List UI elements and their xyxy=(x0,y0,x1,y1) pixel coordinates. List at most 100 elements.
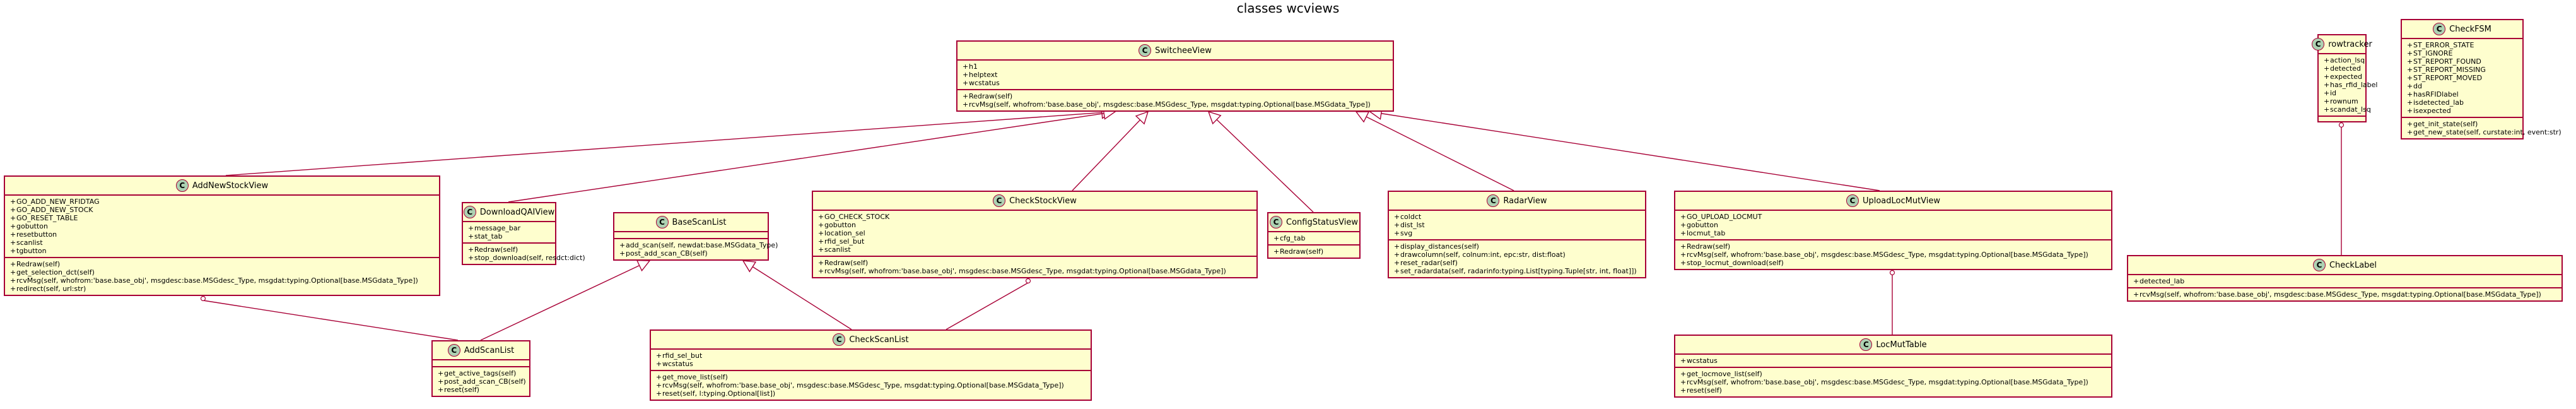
method-text: reset(self, l:typing.Optional[list]) xyxy=(662,389,776,398)
attribute-text: action_lsq xyxy=(2330,56,2365,64)
public-visibility-icon: + xyxy=(1680,259,1687,267)
method-section xyxy=(2319,116,2365,121)
composition-marker xyxy=(1025,278,1031,284)
method-text: get_active_tags(self) xyxy=(444,369,517,377)
attribute-text: detected_lab xyxy=(2140,277,2185,285)
class-icon: C xyxy=(2433,23,2446,35)
attribute-row: +GO_CHECK_STOCK xyxy=(818,213,1253,221)
public-visibility-icon: + xyxy=(468,232,474,240)
method-section: +Redraw(self)+stop_download(self, resdct… xyxy=(463,242,585,264)
class-icon: C xyxy=(1846,194,1859,207)
attribute-row: +ST_REPORT_MISSING xyxy=(2407,66,2519,74)
method-section: +Redraw(self) xyxy=(1268,244,1359,258)
method-text: get_move_list(self) xyxy=(662,373,728,381)
attribute-text: scanlist xyxy=(16,239,43,247)
public-visibility-icon: + xyxy=(1680,357,1687,365)
attribute-text: isdetected_lab xyxy=(2413,98,2464,107)
method-row: +rcvMsg(self, whofrom:'base.base_obj', m… xyxy=(2133,290,2558,299)
attribute-row: +ST_ERROR_STATE xyxy=(2407,41,2519,49)
attribute-row: +gobutton xyxy=(1680,221,2107,229)
attribute-text: wcstatus xyxy=(969,79,1000,87)
method-section: +Redraw(self)+get_selection_dct(self)+rc… xyxy=(5,257,439,295)
attribute-row: +location_sel xyxy=(818,229,1253,237)
public-visibility-icon: + xyxy=(1680,370,1687,378)
method-row: +get_init_state(self) xyxy=(2407,120,2519,128)
inheritance-line xyxy=(1072,119,1141,191)
public-visibility-icon: + xyxy=(619,249,626,258)
public-visibility-icon: + xyxy=(818,246,824,254)
attribute-text: expected xyxy=(2330,73,2362,81)
attribute-section: +ST_ERROR_STATE+ST_IGNORE+ST_REPORT_FOUN… xyxy=(2402,39,2522,117)
method-row: +stop_locmut_download(self) xyxy=(1680,259,2107,267)
method-text: redirect(self, url:str) xyxy=(16,285,86,293)
class-icon: C xyxy=(2312,38,2325,50)
attribute-section: +GO_UPLOAD_LOCMUT+gobutton+locmut_tab xyxy=(1675,211,2111,239)
inheritance-line xyxy=(1366,116,1514,191)
public-visibility-icon: + xyxy=(2133,290,2140,299)
public-visibility-icon: + xyxy=(963,92,969,100)
attribute-row: +locmut_tab xyxy=(1680,229,2107,237)
attribute-row: +scanlist xyxy=(10,239,435,247)
public-visibility-icon: + xyxy=(10,268,16,276)
method-text: rcvMsg(self, whofrom:'base.base_obj', ms… xyxy=(16,276,418,285)
method-text: reset_radar(self) xyxy=(1400,259,1458,267)
method-row: +post_add_scan_CB(self) xyxy=(619,249,764,258)
public-visibility-icon: + xyxy=(10,206,16,214)
attribute-text: tgbutton xyxy=(16,247,47,255)
method-section: +get_move_list(self)+rcvMsg(self, whofro… xyxy=(651,370,1091,400)
public-visibility-icon: + xyxy=(2407,49,2413,57)
method-row: +Redraw(self) xyxy=(818,259,1253,267)
inheritance-arrowhead xyxy=(1135,110,1149,125)
attribute-text: ST_REPORT_MISSING xyxy=(2413,66,2486,74)
attribute-row: +dd xyxy=(2407,82,2519,90)
method-row: +rcvMsg(self, whofrom:'base.base_obj', m… xyxy=(1680,251,2107,259)
class-name: DownloadQAIView xyxy=(479,207,555,217)
class-icon: C xyxy=(463,206,476,218)
method-row: +rcvMsg(self, whofrom:'base.base_obj', m… xyxy=(1680,378,2107,386)
public-visibility-icon: + xyxy=(619,241,626,249)
method-row: +get_active_tags(self) xyxy=(438,369,525,377)
public-visibility-icon: + xyxy=(818,213,824,221)
attribute-row: +svg xyxy=(1394,229,1641,237)
class-icon: C xyxy=(2312,259,2326,271)
attribute-section xyxy=(614,232,768,238)
public-visibility-icon: + xyxy=(10,214,16,222)
public-visibility-icon: + xyxy=(2407,107,2413,115)
method-text: get_selection_dct(self) xyxy=(16,268,95,276)
class-name: UploadLocMutView xyxy=(1862,196,1941,206)
attribute-row: +isdetected_lab xyxy=(2407,98,2519,107)
attribute-row: +tgbutton xyxy=(10,247,435,255)
public-visibility-icon: + xyxy=(2324,89,2330,97)
inheritance-arrowhead xyxy=(1207,110,1222,125)
attribute-text: GO_CHECK_STOCK xyxy=(824,213,890,221)
class-icon: C xyxy=(1487,194,1500,207)
composition-line xyxy=(202,300,459,341)
class-name: AddNewStockView xyxy=(192,181,269,191)
public-visibility-icon: + xyxy=(963,100,969,109)
method-section: +get_locmove_list(self)+rcvMsg(self, who… xyxy=(1675,367,2111,396)
method-section: +Redraw(self)+rcvMsg(self, whofrom:'base… xyxy=(957,89,1393,110)
method-section: +Redraw(self)+rcvMsg(self, whofrom:'base… xyxy=(813,256,1256,277)
method-row: +reset_radar(self) xyxy=(1394,259,1641,267)
attribute-text: resetbutton xyxy=(16,230,57,239)
method-row: +Redraw(self) xyxy=(10,260,435,268)
inheritance-line xyxy=(480,265,640,341)
attribute-row: +rfid_sel_but xyxy=(818,237,1253,246)
method-text: rcvMsg(self, whofrom:'base.base_obj', ms… xyxy=(824,267,1226,275)
public-visibility-icon: + xyxy=(1273,234,1280,242)
attribute-text: isexpected xyxy=(2413,107,2451,115)
public-visibility-icon: + xyxy=(1680,242,1687,251)
method-text: add_scan(self, newdat:base.MSGdata_Type) xyxy=(626,241,778,249)
attribute-text: GO_ADD_NEW_STOCK xyxy=(16,206,93,214)
class-name: AddScanList xyxy=(464,345,515,355)
class-name: RadarView xyxy=(1503,196,1547,206)
